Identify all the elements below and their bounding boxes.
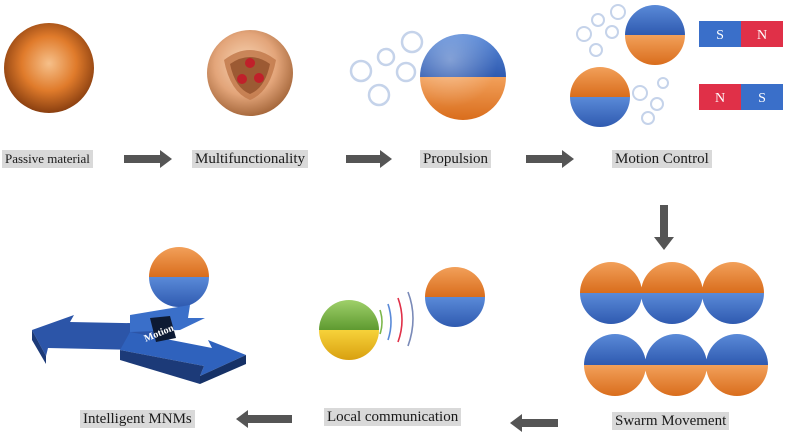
signal-waves-icon [379, 291, 414, 347]
arrow-left-icon [510, 414, 558, 432]
magnet-top-right-pole: N [757, 28, 767, 43]
multifunctional-sphere [207, 30, 293, 116]
motion-3d-arrows-icon: Motion [32, 305, 246, 384]
motion-control-sphere-bottom [570, 67, 630, 127]
label-swarm-movement: Swarm Movement [612, 412, 730, 430]
label-local-communication: Local communication [324, 408, 462, 426]
swarm-group [580, 262, 768, 396]
label-motion-control: Motion Control [612, 150, 712, 168]
magnet-bottom: N S [699, 84, 783, 110]
swarm-sphere [584, 334, 646, 396]
intelligent-sphere [149, 247, 209, 307]
communication-sender-sphere [425, 267, 485, 327]
motion-control-bubbles [576, 4, 669, 125]
arrow-right-icon [526, 150, 574, 168]
swarm-sphere [702, 262, 764, 324]
arrow-right-icon [124, 150, 172, 168]
swarm-sphere [645, 334, 707, 396]
propulsion-janus-sphere [420, 34, 506, 120]
label-multifunctionality: Multifunctionality [192, 150, 308, 168]
magnet-top: S N [699, 21, 783, 47]
label-intelligent-mnms: Intelligent MNMs [80, 410, 195, 428]
arrow-left-icon [236, 410, 292, 428]
communication-receiver-sphere [319, 300, 379, 360]
magnet-bottom-right-pole: S [758, 91, 766, 106]
swarm-sphere [580, 262, 642, 324]
label-propulsion: Propulsion [420, 150, 492, 168]
swarm-sphere [641, 262, 703, 324]
magnet-bottom-left-pole: N [715, 91, 725, 106]
motion-control-sphere-top [625, 5, 685, 65]
swarm-sphere [706, 334, 768, 396]
arrow-right-icon [346, 150, 392, 168]
label-passive-material: Passive material [2, 150, 93, 168]
magnet-top-left-pole: S [716, 28, 724, 43]
passive-sphere [4, 23, 94, 113]
arrow-down-icon [654, 205, 674, 250]
propulsion-bubbles [349, 30, 424, 107]
